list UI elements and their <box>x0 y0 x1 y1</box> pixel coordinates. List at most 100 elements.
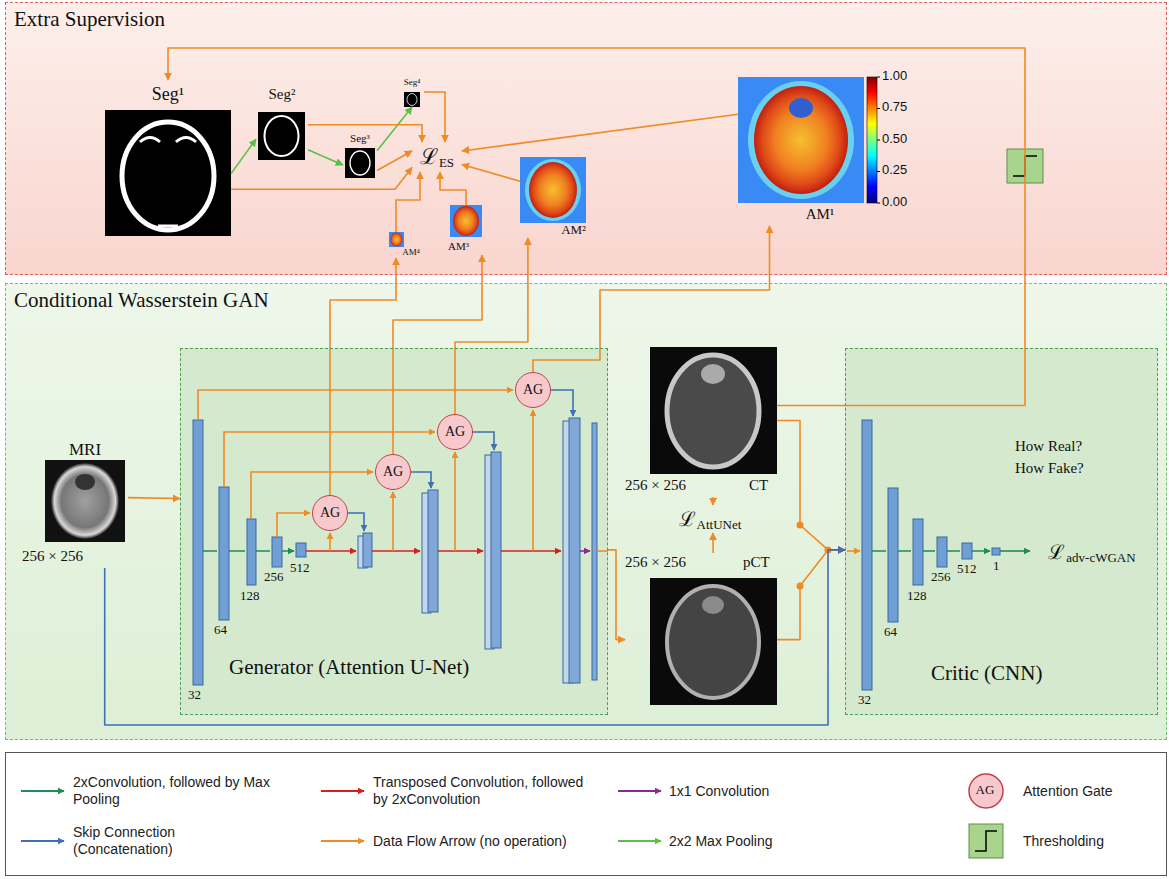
layer-bar <box>888 488 898 622</box>
generator-box: Generator (Attention U-Net)AGAGAGAG <box>180 348 608 715</box>
flow-arrow <box>777 550 845 640</box>
layer-bar <box>247 519 256 585</box>
network-arrow <box>532 410 534 551</box>
scan-image <box>650 347 777 474</box>
network-arrow <box>198 390 1030 551</box>
annotation-label: 32 <box>858 693 871 708</box>
scan-image <box>650 578 777 705</box>
attention-map <box>529 162 577 218</box>
layer-bar <box>491 452 501 648</box>
layer-bar <box>862 420 872 690</box>
attention-map: AM⁴ <box>388 232 420 258</box>
flow-arrow <box>777 421 845 550</box>
node-text: ℒ <box>420 144 438 169</box>
attention-map: AM¹ <box>738 77 864 226</box>
attention-map <box>520 157 586 223</box>
flow-arrow <box>231 168 412 190</box>
legend-text: 2x2 Max Pooling <box>669 833 869 850</box>
node-text: Seg² <box>269 86 296 103</box>
legend-text: Attention Gate <box>1023 783 1163 800</box>
network-arrow <box>203 550 294 552</box>
network-arrow <box>473 432 494 450</box>
attention-map <box>789 98 813 118</box>
flow-arrow <box>396 172 420 232</box>
legend-symbol-text: AG <box>976 783 995 798</box>
node-text: 256 × 256 <box>625 554 686 571</box>
band-fill <box>5 2 1167 740</box>
scan-image <box>702 596 724 614</box>
segmentation-image <box>105 110 231 236</box>
layer-bar <box>992 548 1000 555</box>
segmentation-map: Seg² <box>256 86 308 162</box>
legend-sample <box>321 840 364 842</box>
node-text: AM¹ <box>806 206 835 223</box>
network-arrow <box>411 472 431 488</box>
attention-map <box>748 81 854 199</box>
network-arrow <box>872 550 990 552</box>
layer-bar <box>937 537 947 567</box>
legend-sample <box>618 790 661 792</box>
flow-arrow <box>424 92 445 142</box>
layer-bar <box>193 420 203 685</box>
node-text: pCT <box>743 554 770 571</box>
attention-map <box>754 86 848 194</box>
attention-gate: AG <box>437 414 473 450</box>
flow-arrow <box>533 226 770 372</box>
annotation-label: 128 <box>240 589 260 604</box>
segmentation-image <box>265 116 299 156</box>
segmentation-image <box>105 92 420 236</box>
network-arrow <box>306 550 356 552</box>
network-arrow <box>847 550 860 552</box>
network-arrow <box>580 550 590 552</box>
colorbar-tick: 0.75 <box>882 100 907 115</box>
layer-bar <box>913 519 923 585</box>
flow-arrow <box>608 550 625 640</box>
layer-bar <box>219 487 229 620</box>
network-arrow <box>277 513 310 537</box>
network-arrow <box>551 390 573 416</box>
network-arrow <box>329 533 331 551</box>
legend-text: Data Flow Arrow (no operation) <box>373 833 588 850</box>
scan-image <box>667 586 759 698</box>
network-arrow <box>1000 550 1030 552</box>
node-text: MRI <box>69 440 101 460</box>
legend-sample <box>6 753 1166 875</box>
flow-arrow <box>377 151 412 171</box>
loss-term: ℒES <box>412 142 462 172</box>
attention-gate: AG <box>312 495 348 531</box>
loss-term: ℒadv-cWGAN <box>1032 538 1152 566</box>
attention-map <box>389 232 404 247</box>
network-arrow <box>348 513 364 531</box>
segmentation-image <box>140 138 196 227</box>
scan-image <box>45 347 777 705</box>
supervision-band: Extra SupervisionSeg¹Seg²Seg³Seg⁴ℒESAM¹A… <box>5 2 1167 275</box>
colorbar-tick: 0.25 <box>882 163 907 178</box>
attention-map <box>867 77 877 203</box>
annotation-label: 64 <box>884 625 897 640</box>
layer-bar <box>363 533 372 567</box>
legend-text: Skip Connection (Concatenation) <box>73 824 273 858</box>
node-text: AG <box>320 505 340 521</box>
node-text: CT <box>749 477 768 494</box>
segmentation-map: Seg³ <box>343 132 377 179</box>
node-text: AM³ <box>448 240 469 253</box>
legend-box: 2xConvolution, followed by Max PoolingTr… <box>5 752 1167 876</box>
legend-sample <box>321 790 364 792</box>
flow-arrow <box>712 533 714 553</box>
node-text: Generator (Attention U-Net) <box>229 655 469 679</box>
annotation-label: How Fake? <box>1015 460 1084 477</box>
network-arrow <box>438 550 483 552</box>
annotation-label: 1 <box>993 559 1000 574</box>
legend-sample <box>975 831 997 851</box>
segmentation-image <box>350 151 370 175</box>
node-text: Critic (CNN) <box>931 661 1042 685</box>
node-text: Extra Supervision <box>14 7 165 31</box>
layer-bar <box>569 418 580 683</box>
node-text: AG <box>445 424 465 440</box>
legend-text: Transposed Convolution, followed by 2xCo… <box>373 774 588 808</box>
colorbar-tick: 0.50 <box>882 132 907 147</box>
attention-map <box>738 77 864 203</box>
segmentation-image <box>407 94 417 106</box>
